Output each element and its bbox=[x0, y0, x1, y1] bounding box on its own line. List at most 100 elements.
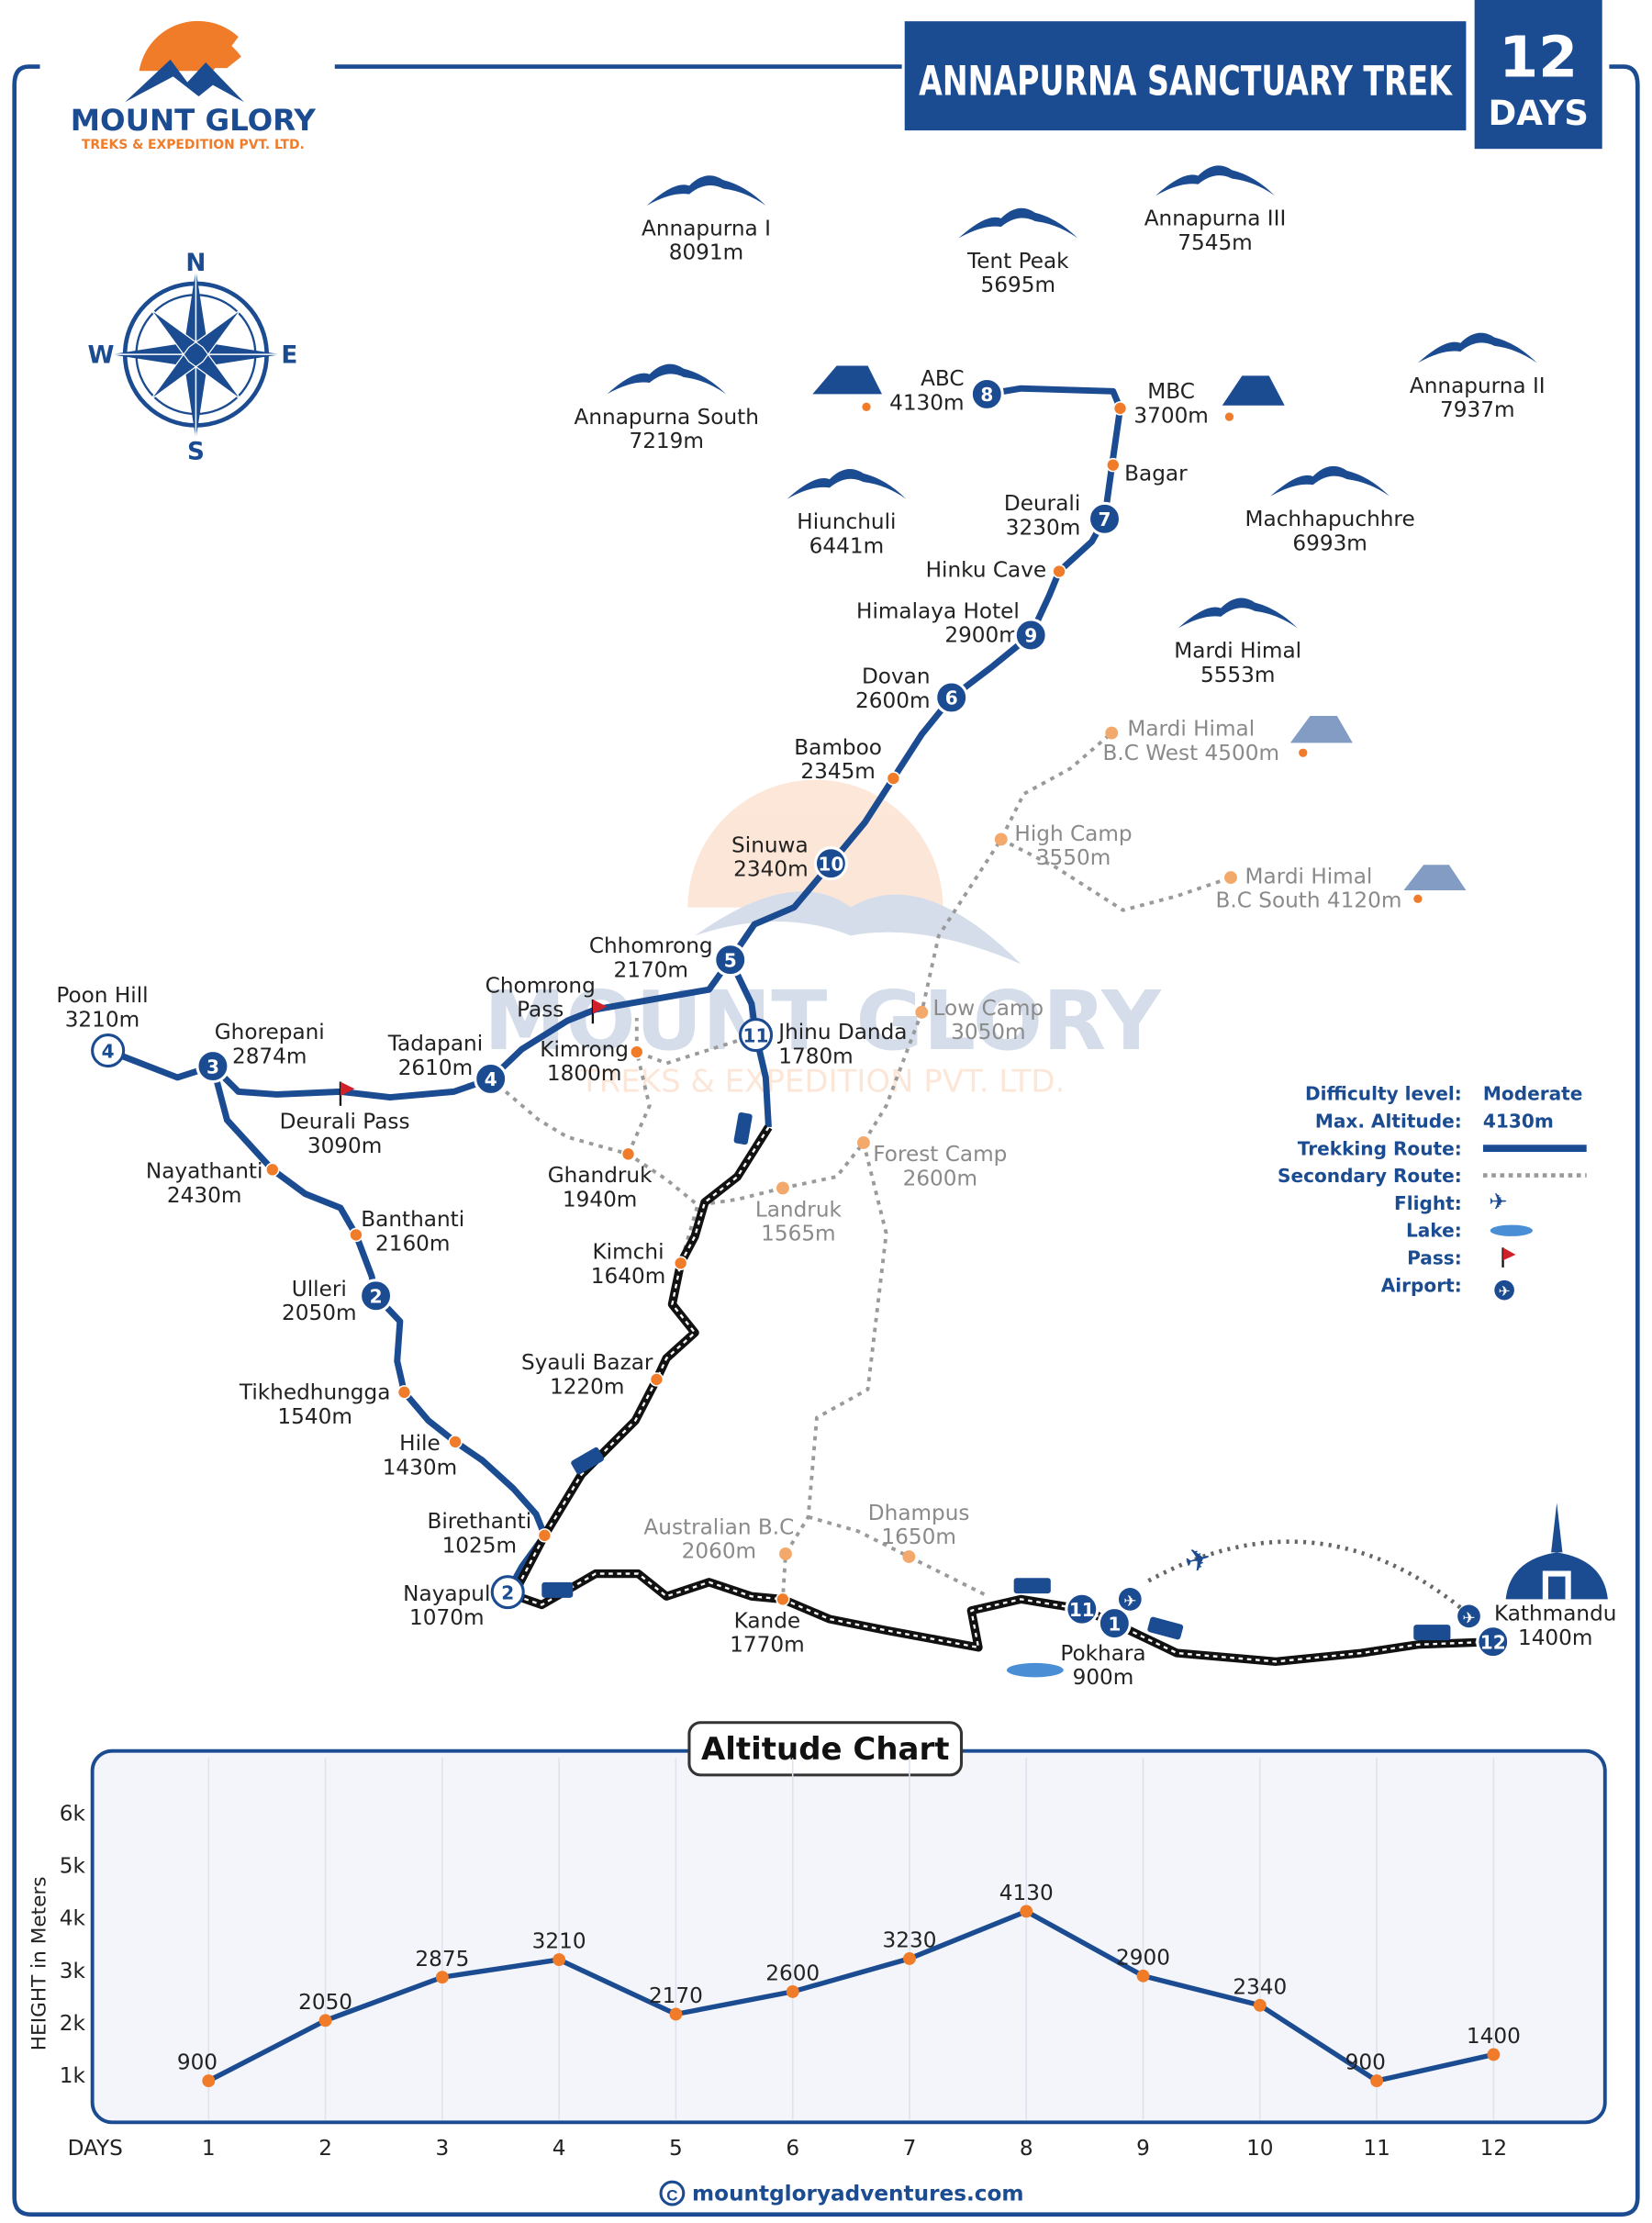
mountain-icon bbox=[787, 468, 907, 499]
peak-name: Hiunchuli bbox=[797, 510, 896, 534]
secondary-stop-dot bbox=[1105, 726, 1119, 740]
legend-label: Difficulty level: bbox=[1305, 1083, 1462, 1105]
place-altitude: 1540m bbox=[277, 1405, 352, 1429]
stop-dot bbox=[537, 1528, 553, 1543]
place-altitude: 1650m bbox=[881, 1525, 956, 1549]
stop-dot bbox=[396, 1385, 412, 1400]
day-marker: 11 bbox=[739, 1018, 774, 1053]
place-name: Deurali Pass bbox=[280, 1111, 410, 1134]
place-altitude: B.C South 4120m bbox=[1215, 889, 1401, 913]
chart-y-tick: 1k bbox=[60, 2064, 86, 2088]
svg-text:C: C bbox=[666, 2186, 677, 2204]
peak-name: Mardi Himal bbox=[1174, 640, 1301, 664]
place-altitude: 3550m bbox=[1036, 846, 1111, 870]
chart-x-tick: 1 bbox=[202, 2137, 216, 2161]
day-marker: 9 bbox=[1013, 618, 1048, 653]
compass-w: W bbox=[87, 341, 114, 369]
trekking-route-ulleri bbox=[209, 1065, 548, 1594]
peak-altitude: 7219m bbox=[629, 430, 704, 453]
svg-text:MOUNT GLORY: MOUNT GLORY bbox=[484, 974, 1162, 1069]
place-altitude: 1565m bbox=[761, 1223, 836, 1246]
place-name: Bagar bbox=[1124, 463, 1188, 486]
mountain-icon bbox=[958, 207, 1078, 239]
chart-x-tick: 8 bbox=[1020, 2137, 1033, 2161]
chart-y-tick: 5k bbox=[60, 1854, 86, 1878]
stop-dot bbox=[265, 1162, 280, 1178]
place-name: Pokhara bbox=[1060, 1642, 1145, 1666]
day-marker-number: 12 bbox=[1480, 1631, 1506, 1653]
chart-data-label: 900 bbox=[177, 2051, 218, 2075]
place-label: Hinku Cave bbox=[926, 559, 1047, 583]
chart-x-tick: 6 bbox=[786, 2137, 799, 2161]
chart-point bbox=[903, 1951, 916, 1965]
jeep-road bbox=[508, 1124, 1493, 1666]
secondary-stop-dot bbox=[1224, 871, 1237, 885]
chart-data-label: 4130 bbox=[999, 1882, 1054, 1905]
day-marker-number: 10 bbox=[818, 853, 843, 875]
mountain-icon bbox=[1178, 598, 1298, 629]
place-altitude: 2050m bbox=[282, 1301, 356, 1325]
place-altitude: 2600m bbox=[903, 1167, 978, 1190]
legend-label: Secondary Route: bbox=[1278, 1165, 1462, 1187]
place-name: Sinuwa bbox=[731, 833, 809, 857]
place-altitude: 2610m bbox=[398, 1056, 473, 1080]
place-altitude: 2430m bbox=[167, 1184, 241, 1208]
lake-icon bbox=[1006, 1662, 1064, 1678]
day-marker-number: 1 bbox=[1108, 1613, 1121, 1635]
place-altitude: 1400m bbox=[1518, 1626, 1593, 1650]
place-altitude: 2160m bbox=[375, 1232, 451, 1256]
place-altitude: 3050m bbox=[951, 1021, 1026, 1044]
website-link[interactable]: C mountgloryadventures.com bbox=[659, 2180, 1024, 2206]
legend-airport-icon: ✈ bbox=[1494, 1279, 1514, 1301]
chart-data-label: 1400 bbox=[1467, 2025, 1521, 2049]
chart-data-label: 2340 bbox=[1233, 1975, 1287, 1999]
chart-data-label: 2170 bbox=[649, 1984, 703, 2008]
peak-name: Annapurna I bbox=[642, 217, 771, 240]
day-marker-number: 2 bbox=[501, 1581, 514, 1603]
place-name: Tadapani bbox=[387, 1033, 483, 1056]
place-altitude: 2900m bbox=[944, 624, 1020, 648]
peak-name: Annapurna III bbox=[1144, 207, 1287, 231]
place-name: Poon Hill bbox=[56, 984, 148, 1008]
place-altitude: 3230m bbox=[1006, 516, 1081, 540]
brand-name: MOUNT GLORY bbox=[71, 103, 317, 138]
place-name: Low Camp bbox=[933, 997, 1044, 1021]
day-marker-number: 6 bbox=[945, 687, 958, 709]
compass-rose-icon: N S E W bbox=[87, 250, 297, 465]
place-name: Ulleri bbox=[292, 1278, 347, 1301]
peak-name: Annapurna South bbox=[575, 406, 759, 430]
chart-x-tick: 12 bbox=[1480, 2137, 1507, 2161]
chart-data-label: 3210 bbox=[532, 1930, 586, 1954]
website-url[interactable]: mountgloryadventures.com bbox=[692, 2182, 1024, 2206]
page-title: ANNAPURNA SANCTUARY TREK bbox=[919, 56, 1453, 105]
day-marker: 10 bbox=[813, 846, 848, 881]
legend-label: Flight: bbox=[1394, 1192, 1462, 1214]
mountain-icon bbox=[1270, 465, 1390, 497]
day-marker: 4 bbox=[91, 1033, 126, 1068]
stop-dot bbox=[673, 1256, 688, 1270]
day-marker-number: 2 bbox=[370, 1286, 383, 1308]
place-altitude: 1940m bbox=[563, 1188, 638, 1212]
day-marker-number: 11 bbox=[743, 1024, 769, 1046]
